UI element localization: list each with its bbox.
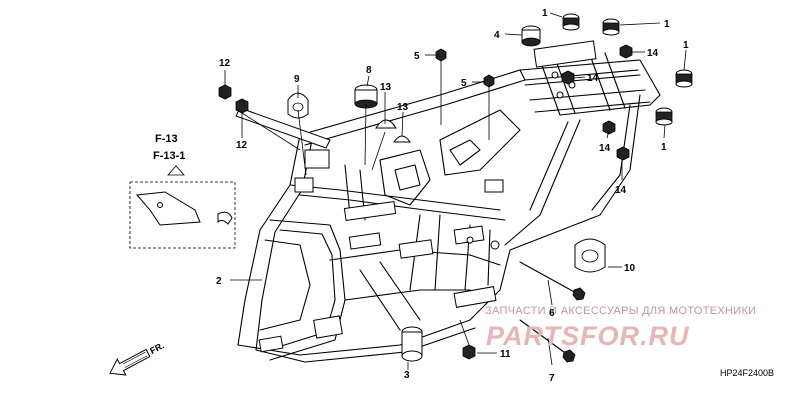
front-arrow-label: FR.	[148, 340, 165, 356]
reference-label-2: F-13-1	[153, 150, 185, 162]
callout-4: 4	[494, 30, 500, 41]
callout-3: 3	[404, 370, 410, 381]
watermark-caption: ЗАПЧАСТИ И АКСЕССУАРЫ ДЛЯ МОТОТЕХНИКИ	[485, 305, 756, 317]
loose-parts	[218, 13, 693, 363]
reference-label-1: F-13	[155, 133, 178, 145]
cap-13a	[375, 119, 397, 129]
callout-9: 9	[294, 74, 300, 85]
callout-12b: 12	[236, 140, 248, 151]
callout-14d: 14	[615, 185, 627, 196]
callout-11: 11	[500, 349, 511, 360]
callout-10: 10	[624, 263, 636, 274]
callout-1c: 1	[683, 40, 689, 51]
collar-8	[354, 84, 378, 109]
frame-body	[235, 40, 661, 363]
clamp-10	[574, 238, 606, 273]
callout-1a: 1	[542, 8, 548, 19]
nut-14d	[616, 146, 630, 161]
callout-5a: 5	[414, 51, 420, 62]
shaft-6	[519, 261, 586, 301]
collar-3	[401, 326, 423, 362]
callout-6: 6	[549, 308, 555, 319]
callout-14c: 14	[599, 143, 611, 154]
reference-box: F-13 F-13-1	[129, 133, 236, 249]
bolt-5a	[435, 48, 447, 125]
watermark-brand: PARTSFOR.RU	[486, 321, 690, 351]
grommet-1b	[602, 18, 620, 36]
leader-lines	[224, 12, 687, 370]
callout-13b: 13	[397, 102, 409, 113]
grommet-1c	[675, 69, 693, 88]
callouts: 1 1 1 1 2 3 4 5 5 6 7 8 9 10 11 12 12 13…	[216, 8, 689, 384]
grommet-1d	[655, 107, 673, 126]
callout-7: 7	[549, 373, 555, 384]
bolt-7	[519, 319, 576, 363]
cap-13b	[393, 135, 411, 143]
callout-1b: 1	[664, 19, 670, 30]
watermark: ЗАПЧАСТИ И АКСЕССУАРЫ ДЛЯ МОТОТЕХНИКИ PA…	[485, 305, 756, 351]
nut-14a	[619, 44, 633, 59]
callout-14b: 14	[587, 73, 599, 84]
collar-4	[521, 25, 541, 47]
callout-8: 8	[366, 65, 372, 76]
drawing-code: HP24F2400B	[720, 368, 774, 378]
callout-13a: 13	[380, 82, 392, 93]
front-arrow: FR.	[109, 340, 166, 376]
callout-2: 2	[216, 276, 222, 287]
callout-12a: 12	[219, 58, 231, 69]
bolt-11	[459, 319, 476, 360]
grommet-1a	[562, 13, 580, 31]
nut-14c	[602, 120, 616, 135]
callout-1d: 1	[661, 142, 667, 153]
bolt-5b	[483, 74, 495, 140]
nut-12a	[218, 84, 232, 100]
callout-5b: 5	[461, 78, 467, 89]
nut-14b	[561, 70, 575, 85]
nut-12b	[235, 98, 249, 114]
callout-14a: 14	[647, 48, 659, 59]
